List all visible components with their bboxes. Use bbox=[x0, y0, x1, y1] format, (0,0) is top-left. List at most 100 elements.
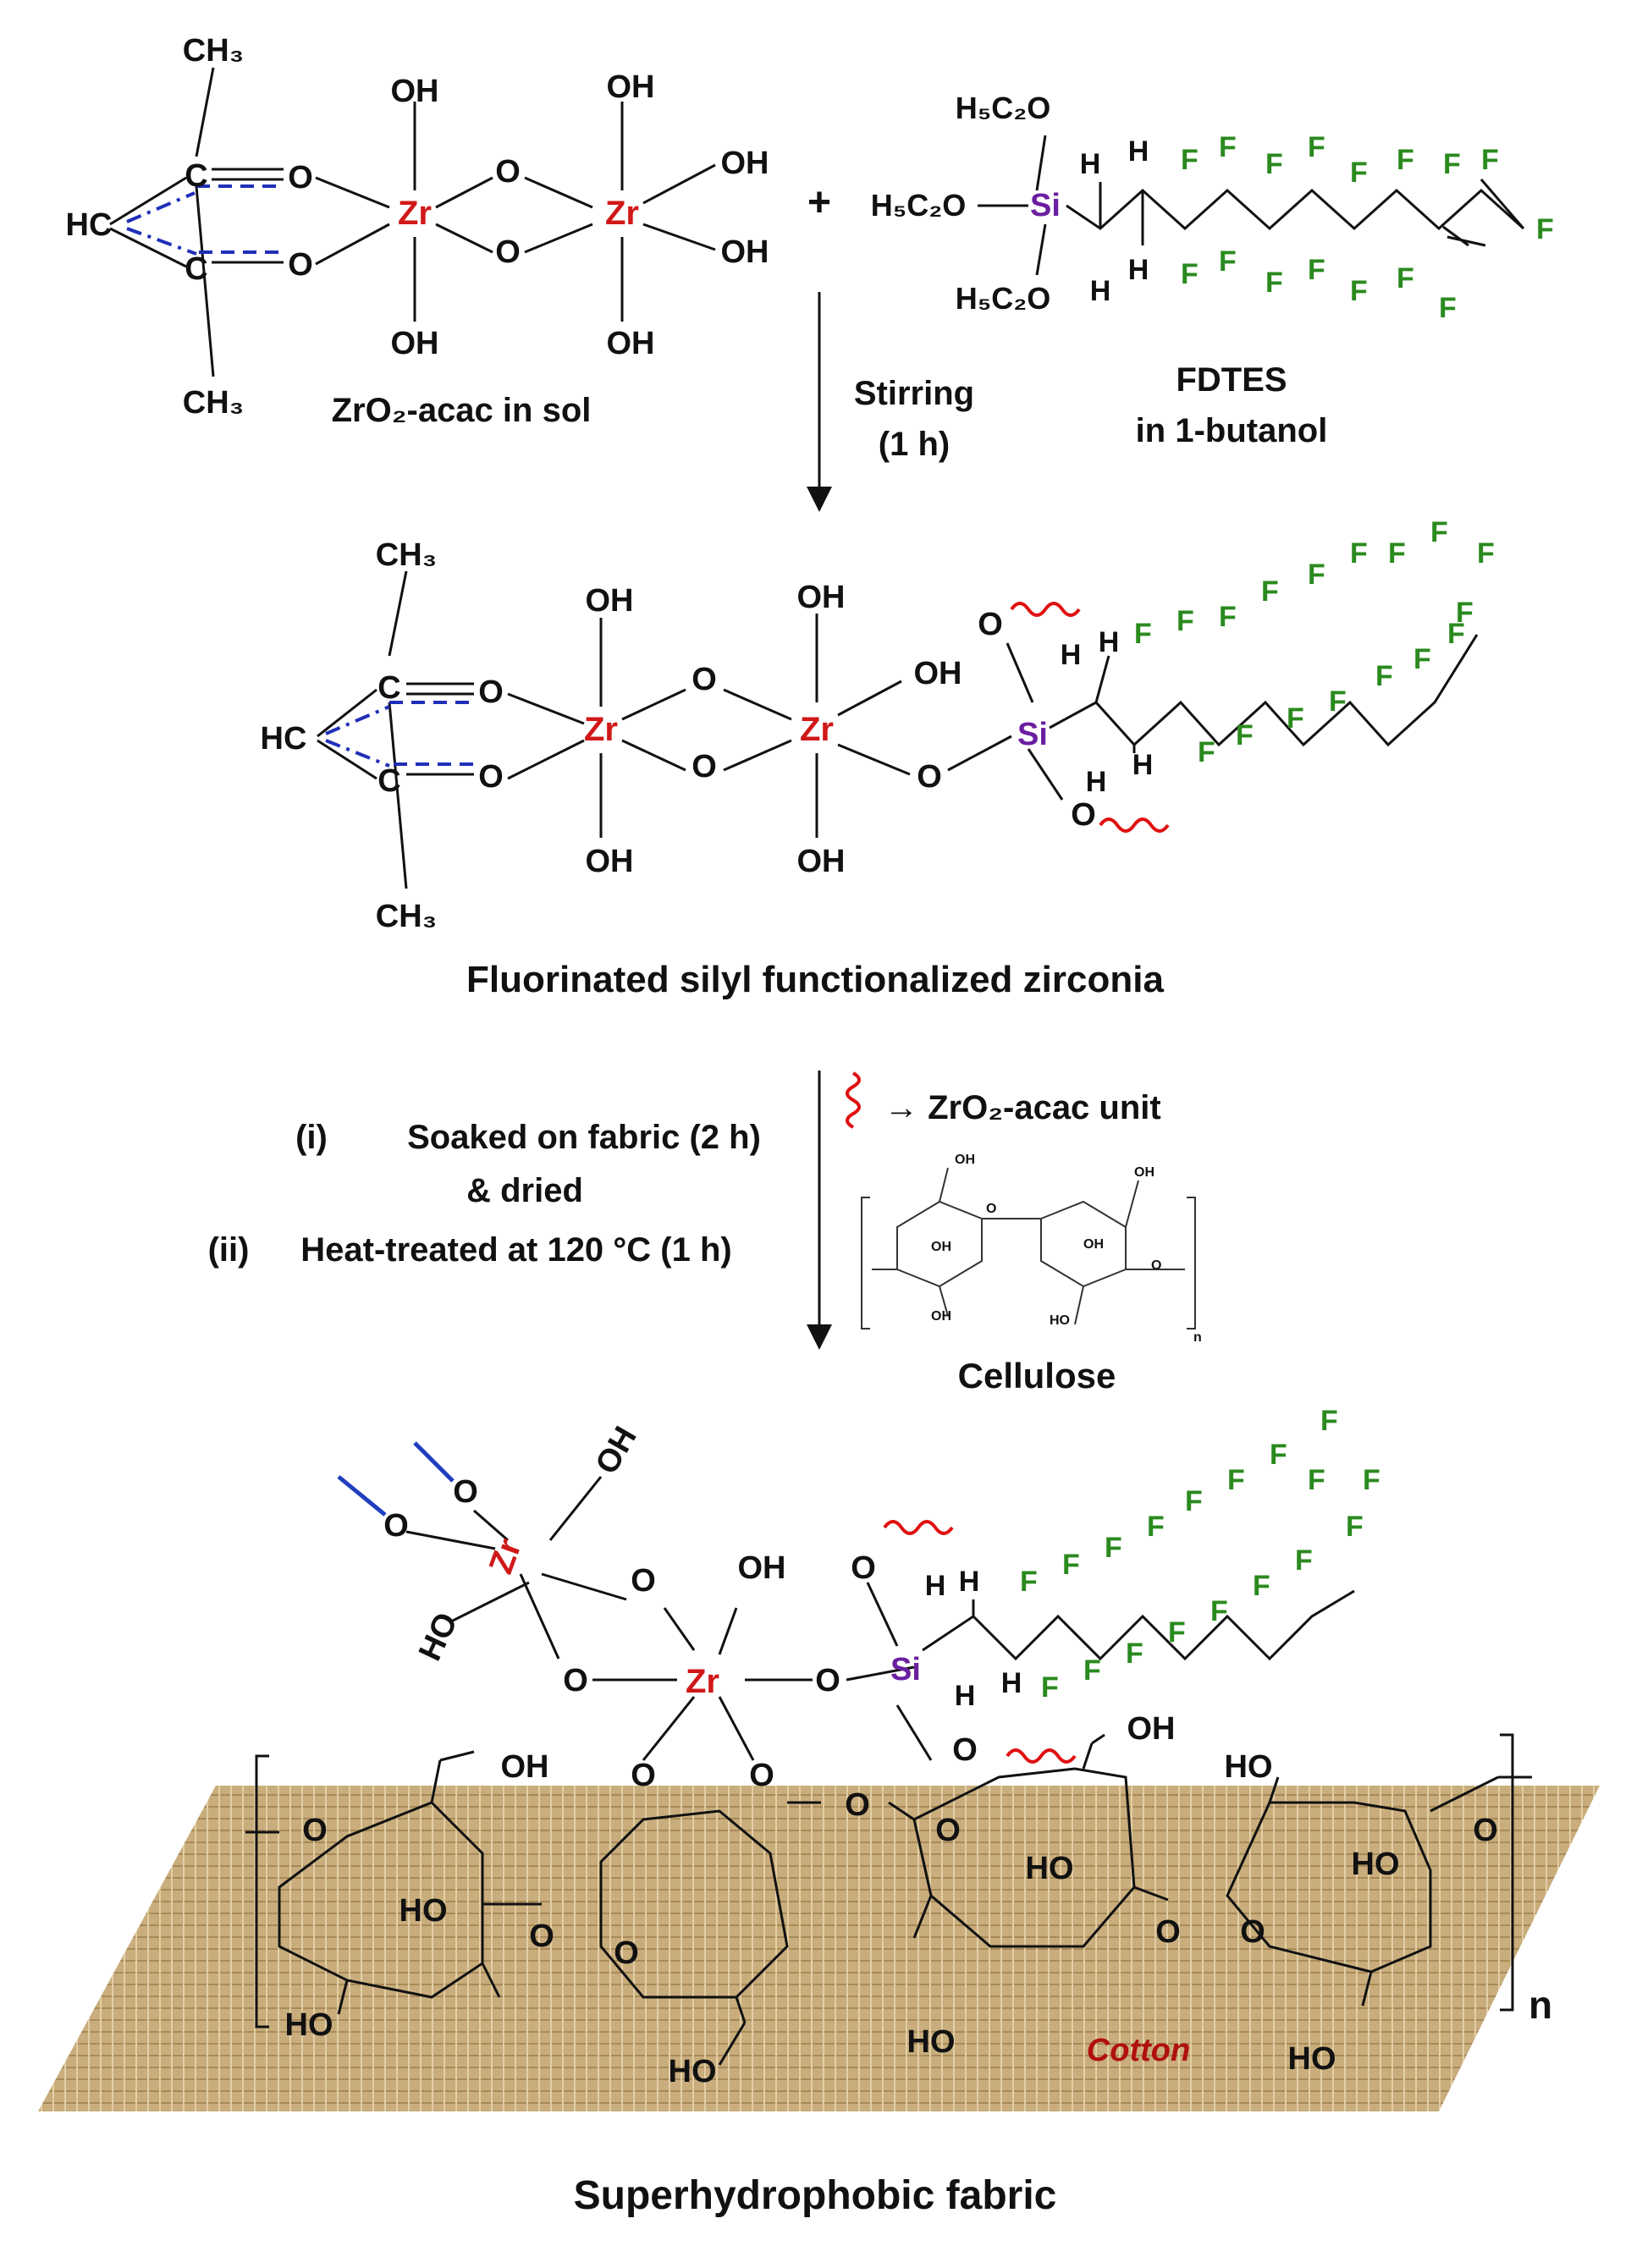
oh-label: OH bbox=[391, 326, 439, 361]
f-label: F bbox=[1388, 537, 1406, 570]
step-i-label: Soaked on fabric (2 h) bbox=[407, 1119, 761, 1156]
svg-text:OH: OH bbox=[1083, 1237, 1104, 1252]
oh-label: OH bbox=[607, 69, 655, 105]
o-label: O bbox=[1155, 1914, 1181, 1950]
cellulose-caption: Cellulose bbox=[958, 1356, 1116, 1395]
zr2-label: Zr bbox=[800, 711, 834, 748]
o-upper-label: O bbox=[288, 160, 313, 195]
fdtes-molecule: H₅C₂O H₅C₂O H₅C₂O Si H H H H F F F F F F… bbox=[871, 91, 1554, 449]
o-label: O bbox=[851, 1550, 876, 1586]
f-label: F bbox=[1083, 1654, 1101, 1687]
f-label: F bbox=[1456, 597, 1474, 629]
c-lower-label: C bbox=[185, 251, 207, 287]
svg-text:OH: OH bbox=[955, 1153, 975, 1167]
oh-label: OH bbox=[797, 580, 846, 615]
ch3-top-label: CH₃ bbox=[376, 537, 437, 573]
oh-label: OH bbox=[1127, 1711, 1176, 1747]
hc-label: HC bbox=[261, 721, 307, 757]
o-label: O bbox=[1240, 1914, 1265, 1950]
h-label: H bbox=[1128, 135, 1149, 168]
f-label: F bbox=[1270, 1439, 1287, 1471]
f-label: F bbox=[1363, 1464, 1380, 1496]
c-upper-label: C bbox=[377, 670, 400, 706]
h-label: H bbox=[1090, 275, 1111, 307]
h-label: H bbox=[959, 1566, 980, 1598]
plus-sign: + bbox=[807, 180, 831, 225]
ch3-bottom-label: CH₃ bbox=[376, 899, 437, 934]
f-label: F bbox=[1105, 1532, 1122, 1564]
o-label: O bbox=[952, 1732, 978, 1768]
f-label: F bbox=[1295, 1544, 1313, 1577]
cellulose-small-structure: OH O OH OH OH OH HO O n bbox=[861, 1153, 1202, 1345]
stirring-label: Stirring bbox=[854, 375, 974, 412]
svg-text:HO: HO bbox=[1050, 1313, 1070, 1328]
oh-label: OH bbox=[738, 1550, 786, 1586]
f-label: F bbox=[1168, 1616, 1186, 1649]
svg-text:O: O bbox=[1151, 1258, 1161, 1273]
intermediate-caption: Fluorinated silyl functionalized zirconi… bbox=[466, 959, 1164, 1000]
o-label: O bbox=[383, 1508, 409, 1544]
h5c2o-bottom-label: H₅C₂O bbox=[956, 281, 1051, 316]
si-label: Si bbox=[1017, 717, 1048, 752]
f-label: F bbox=[1253, 1570, 1270, 1602]
o-lower-label: O bbox=[288, 247, 313, 283]
o-lower-label: O bbox=[478, 759, 504, 795]
c-lower-label: C bbox=[377, 763, 400, 799]
f-label: F bbox=[1308, 559, 1325, 591]
f-label: F bbox=[1536, 213, 1554, 245]
f-label: F bbox=[1350, 157, 1368, 189]
f-label: F bbox=[1176, 605, 1194, 637]
zr1-label: Zr bbox=[398, 195, 432, 232]
h5c2o-top-label: H₅C₂O bbox=[956, 91, 1051, 125]
f-label: F bbox=[1413, 643, 1431, 675]
ho-label: HO bbox=[669, 2054, 717, 2089]
o-bridge-upper-label: O bbox=[692, 662, 717, 697]
f-label: F bbox=[1308, 254, 1325, 286]
f-label: F bbox=[1308, 131, 1325, 163]
f-label: F bbox=[1397, 144, 1414, 176]
oh-label: OH bbox=[501, 1749, 549, 1785]
f-label: F bbox=[1265, 148, 1283, 180]
ho-label: HO bbox=[1288, 2041, 1336, 2077]
f-label: F bbox=[1430, 516, 1448, 548]
cotton-label: Cotton bbox=[1087, 2033, 1190, 2068]
svg-text:O: O bbox=[986, 1202, 996, 1216]
o-label: O bbox=[935, 1813, 961, 1848]
oh-label: OH bbox=[586, 844, 634, 879]
f-label: F bbox=[1329, 685, 1347, 718]
f-label: F bbox=[1477, 537, 1495, 570]
svg-text:OH: OH bbox=[931, 1240, 951, 1254]
f-label: F bbox=[1265, 267, 1283, 299]
final-molecule: Zr Zr O O OH HO O O OH O Si O O O O H H … bbox=[337, 1405, 1380, 1793]
o-label: O bbox=[529, 1918, 554, 1954]
f-label: F bbox=[1397, 262, 1414, 295]
f-label: F bbox=[1443, 148, 1461, 180]
svg-text:n: n bbox=[1193, 1330, 1202, 1345]
ho-label: HO bbox=[1352, 1847, 1400, 1882]
svg-text:OH: OH bbox=[1134, 1165, 1154, 1180]
o-bridge-lower-label: O bbox=[495, 234, 521, 270]
f-label: F bbox=[1287, 702, 1304, 735]
f-label: F bbox=[1227, 1464, 1245, 1496]
zr1-label: Zr bbox=[584, 711, 618, 748]
oh-label: OH bbox=[797, 844, 846, 879]
oh-label: OH bbox=[721, 146, 769, 181]
h-label: H bbox=[1080, 148, 1101, 180]
fdtes-solvent-caption: in 1-butanol bbox=[1136, 412, 1328, 449]
h-label: H bbox=[1086, 766, 1107, 798]
cotton-fabric-surface bbox=[38, 1786, 1600, 2111]
f-label: F bbox=[1020, 1566, 1038, 1598]
f-label: F bbox=[1219, 245, 1237, 278]
o-label: O bbox=[1473, 1813, 1498, 1848]
f-label: F bbox=[1181, 144, 1198, 176]
h5c2o-mid-label: H₅C₂O bbox=[871, 188, 967, 223]
o-label: O bbox=[631, 1563, 656, 1599]
f-label: F bbox=[1236, 719, 1254, 751]
h-label: H bbox=[925, 1570, 946, 1602]
f-label: F bbox=[1062, 1549, 1080, 1581]
repeat-unit-n-label: n bbox=[1529, 1983, 1552, 2027]
f-label: F bbox=[1261, 575, 1279, 608]
oh-label: OH bbox=[914, 656, 962, 691]
o-label: O bbox=[845, 1787, 870, 1823]
